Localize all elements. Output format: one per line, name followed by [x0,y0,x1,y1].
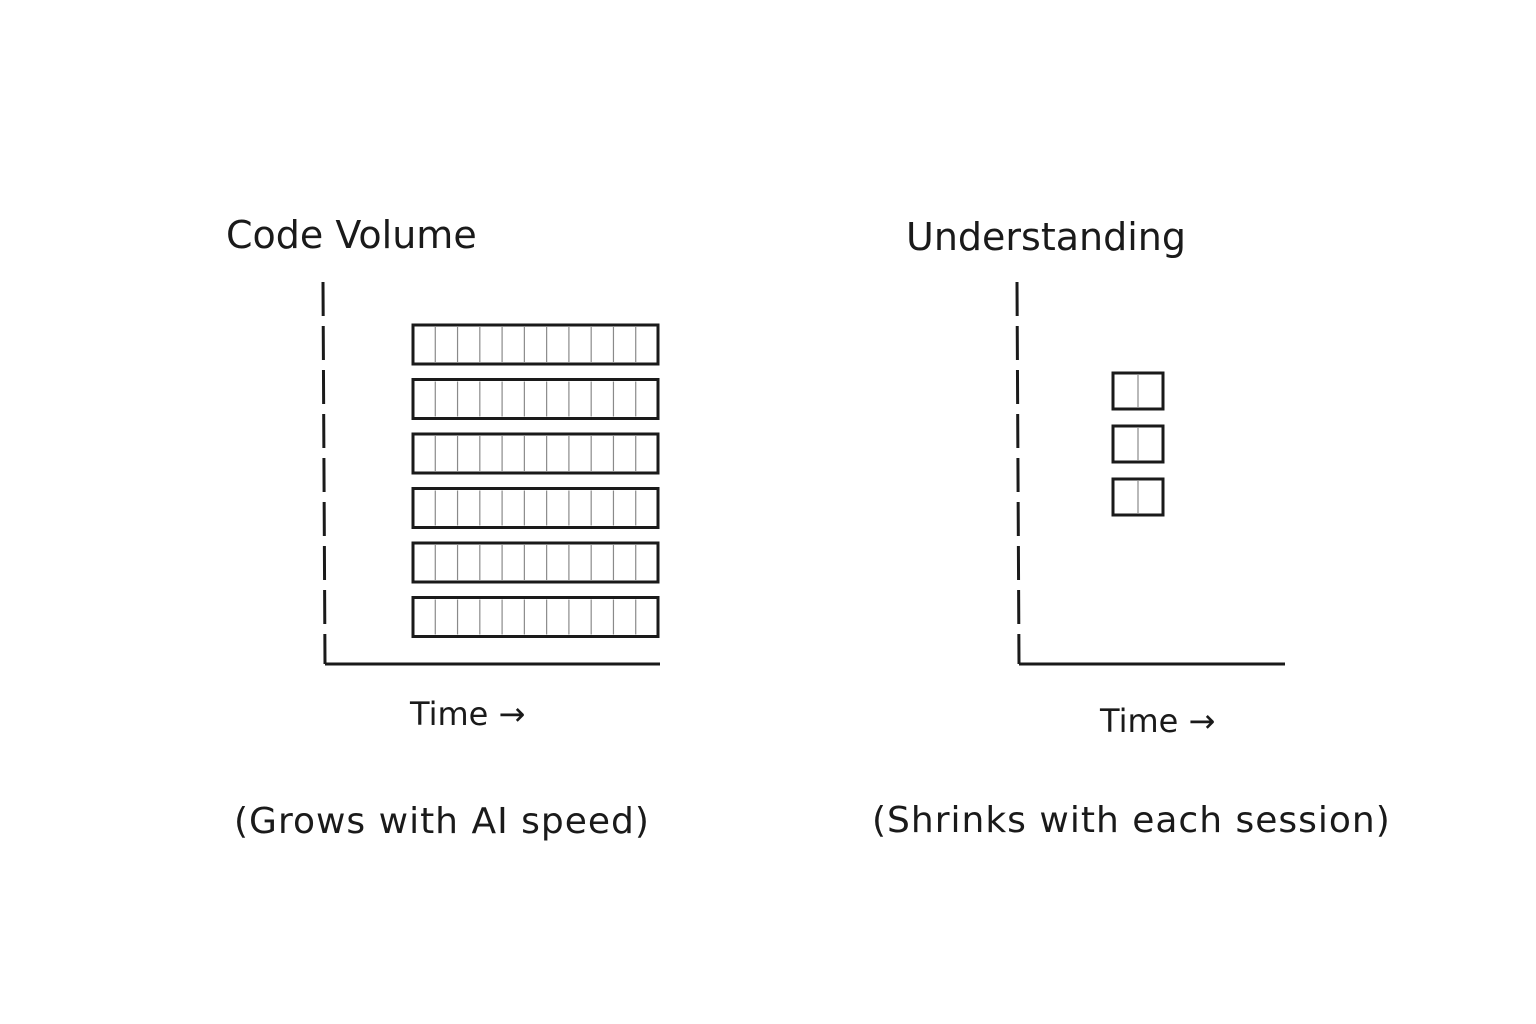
understanding-block-outline [1111,424,1165,464]
code-volume-block [411,487,660,529]
code-volume-caption: (Grows with AI speed) [234,801,650,842]
code-volume-block [411,541,660,584]
code-volume-block-outline [411,541,660,584]
understanding-y-axis [1015,281,1021,665]
understanding-block-outline [1111,477,1165,517]
understanding-x-label: Time → [1099,702,1215,740]
understanding-caption: (Shrinks with each session) [872,800,1391,841]
code-volume-panel: Code Volume Time → (Grows with AI speed) [226,213,660,842]
code-volume-block [411,378,660,420]
code-volume-block [411,323,660,366]
code-volume-block [411,432,660,475]
code-volume-block-outline [411,596,660,638]
code-volume-block-outline [411,487,660,529]
code-volume-block-outline [411,432,660,475]
code-volume-y-axis [321,281,327,665]
code-volume-block-outline [411,378,660,420]
code-volume-block-outline [411,323,660,366]
understanding-panel: Understanding Time → (Shrinks with each … [872,215,1391,841]
code-volume-title: Code Volume [226,213,477,257]
code-volume-blocks [411,323,660,638]
understanding-block-outline [1111,371,1165,411]
understanding-title: Understanding [906,215,1186,259]
understanding-block [1111,477,1165,517]
code-volume-x-label: Time → [409,695,525,733]
understanding-blocks [1111,371,1165,517]
understanding-block [1111,424,1165,464]
understanding-block [1111,371,1165,411]
code-volume-block [411,596,660,638]
